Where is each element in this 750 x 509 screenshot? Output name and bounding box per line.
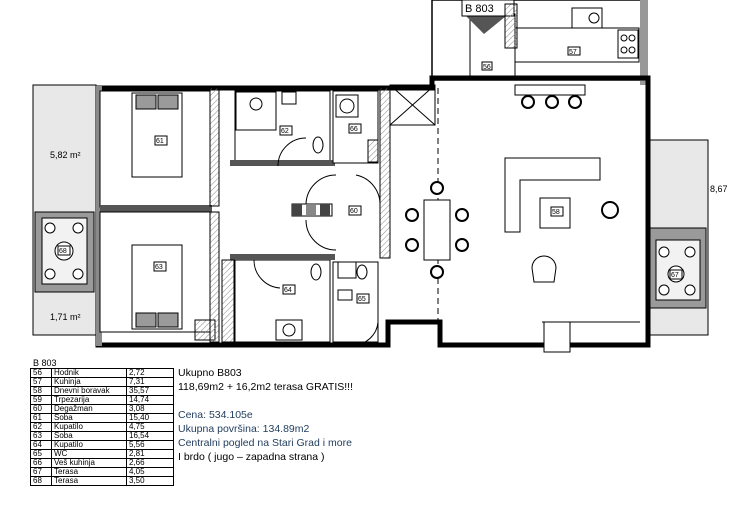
dining-table [423,199,451,261]
terrace-right-area: 8,67 [710,184,728,194]
room-tag-56: 56 [483,64,491,71]
room-tag-64: 64 [284,287,292,294]
room-tag-57: 57 [569,49,577,56]
room-tag-60: 60 [350,208,358,215]
total-title: Ukupno B803 [178,367,242,379]
room-tags: 56 57 58 60 61 62 63 64 65 66 67 68 [57,46,683,304]
room-tag-58: 58 [552,209,560,216]
room-name: Terasa [51,476,127,486]
room-tag-68: 68 [59,248,67,255]
room-tag-61: 61 [156,138,164,145]
room-no: 68 [30,476,52,486]
apartment-info: Ukupno B803 118,69m2 + 16,2m2 terasa GRA… [178,360,458,464]
terrace-left-top-area: 5,82 m² [50,150,81,160]
legend-title: B 803 [33,358,57,368]
exterior-wall [95,75,651,348]
total-line: 118,69m2 + 16,2m2 terasa GRATIS!!! [178,381,353,393]
view-line-2: I brdo ( jugo – zapadna strana ) [178,451,325,463]
area-label: Ukupna površina: [178,423,263,435]
area-value: 134.89m2 [262,423,310,435]
room-tag-66: 66 [350,126,358,133]
entrance-arrow [466,16,506,34]
room-area: 3,50 [126,476,174,486]
price-value: 534.105e [208,409,253,421]
sofa [504,157,601,233]
apartment-tag: B 803 [465,3,494,15]
floor-plan: 56 57 58 60 61 62 63 64 65 66 67 68 B 80… [32,0,728,353]
view-line-1: Centralni pogled na Stari Grad i more [178,437,352,449]
room-tag-63: 63 [155,264,163,271]
left-terrace [32,84,97,336]
room-tag-65: 65 [358,296,366,303]
price-line: Cena: 534.105e [178,408,458,422]
room-tag-62: 62 [281,128,289,135]
price-label: Cena: [178,409,209,421]
terrace-left-bottom-area: 1,71 m² [50,312,81,322]
room-tag-67: 67 [671,272,679,279]
area-line: Ukupna površina: 134.89m2 [178,422,458,436]
